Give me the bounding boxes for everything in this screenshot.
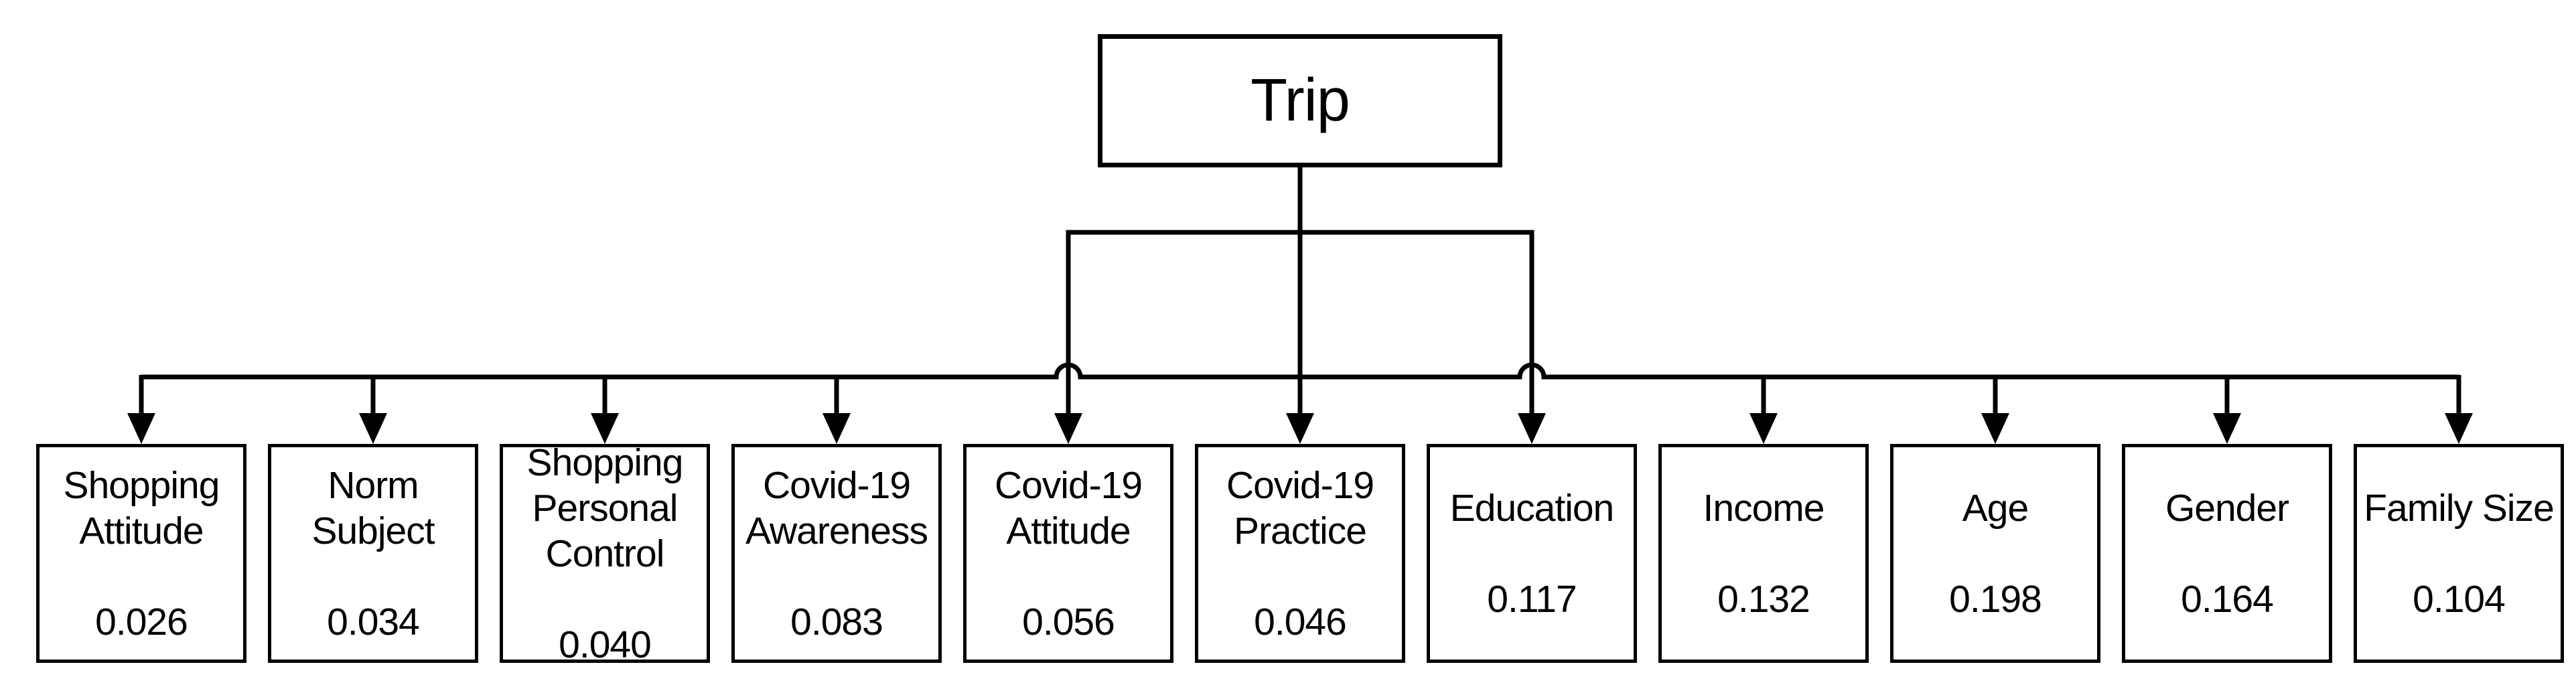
node-value: 0.034: [327, 600, 420, 643]
node-family-size: Family Size 0.104: [2354, 444, 2564, 663]
node-age: Age 0.198: [1890, 444, 2100, 663]
node-value: 0.026: [95, 600, 188, 643]
node-norm-subject: Norm Subject 0.034: [268, 444, 478, 663]
node-trip: Trip: [1098, 34, 1502, 167]
arrowhead-8: [1981, 413, 2009, 444]
node-gender: Gender 0.164: [2122, 444, 2332, 663]
arrowhead-6: [1518, 413, 1546, 444]
node-label: Gender: [2165, 486, 2289, 530]
node-label: Shopping Personal Control: [526, 441, 684, 575]
arrowhead-9: [2213, 413, 2241, 444]
node-label: Covid-19 Attitude: [994, 463, 1143, 552]
node-shopping-attitude: Shopping Attitude 0.026: [36, 444, 246, 663]
node-value: 0.198: [1949, 577, 2042, 621]
node-label: Shopping Attitude: [63, 463, 220, 552]
node-education: Education 0.117: [1427, 444, 1637, 663]
node-label: Covid-19 Awareness: [745, 463, 928, 552]
node-value: 0.046: [1254, 600, 1347, 643]
node-shopping-personal-control: Shopping Personal Control 0.040: [500, 441, 710, 666]
arrowhead-4: [1054, 413, 1082, 444]
node-value: 0.164: [2181, 577, 2274, 621]
node-value: 0.117: [1487, 577, 1577, 621]
arrowhead-7: [1749, 413, 1778, 444]
arrowhead-1: [359, 413, 387, 444]
node-label: Covid-19 Practice: [1226, 463, 1374, 552]
arrowhead-5: [1286, 413, 1314, 444]
node-value: 0.132: [1717, 577, 1810, 621]
arrowhead-0: [127, 413, 155, 444]
node-income: Income 0.132: [1658, 444, 1869, 663]
arrowhead-10: [2445, 413, 2473, 444]
node-covid19-attitude: Covid-19 Attitude 0.056: [963, 444, 1173, 663]
arrowhead-3: [822, 413, 851, 444]
node-label: Age: [1962, 486, 2029, 530]
node-value: 0.083: [790, 600, 883, 643]
node-label: Income: [1703, 486, 1825, 530]
node-value: 0.056: [1022, 600, 1115, 643]
main-rail: [141, 362, 2459, 380]
node-covid19-practice: Covid-19 Practice 0.046: [1195, 444, 1405, 663]
node-covid19-awareness: Covid-19 Awareness 0.083: [731, 444, 942, 663]
node-label: Family Size: [2364, 486, 2555, 530]
node-label: Education: [1449, 486, 1615, 530]
node-value: 0.104: [2413, 577, 2506, 621]
arrowhead-2: [591, 413, 619, 444]
node-label: Trip: [1250, 67, 1350, 134]
node-label: Norm Subject: [311, 463, 435, 552]
node-value: 0.040: [559, 623, 652, 666]
